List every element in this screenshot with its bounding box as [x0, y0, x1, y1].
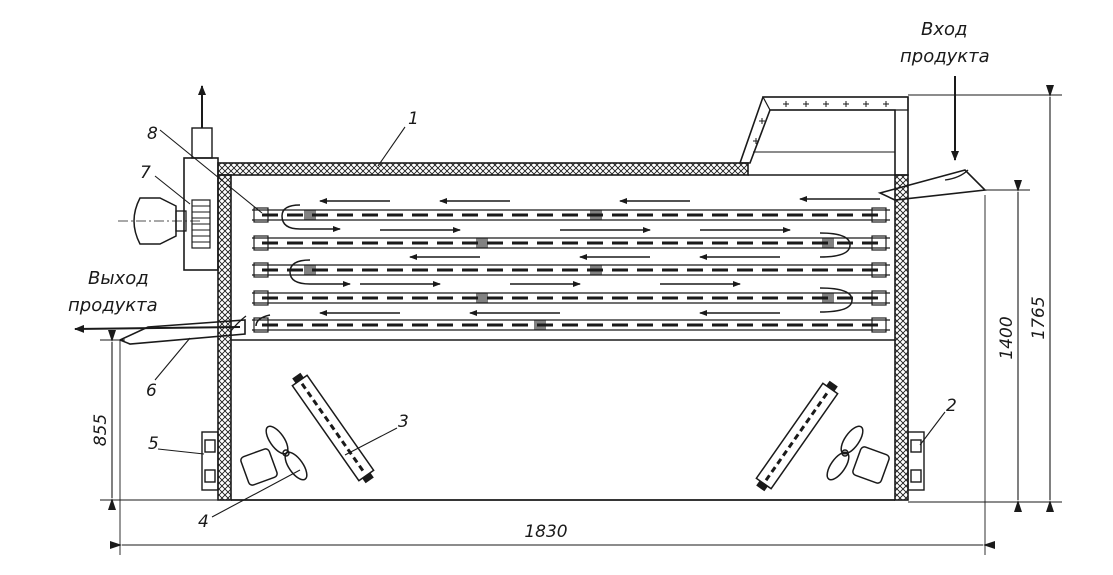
inlet-label-line2: продукта — [900, 46, 990, 67]
circulation-fan-left — [240, 425, 308, 486]
dim-total-height-value: 1765 — [1029, 296, 1049, 339]
conveyor-belts — [252, 207, 890, 333]
callout-8: 8 — [147, 124, 158, 144]
outlet-chute — [74, 315, 247, 345]
outlet-label-line1: Выход — [88, 268, 149, 289]
belt-tier-5 — [252, 317, 890, 333]
callouts: 1 2 3 4 5 6 7 8 — [140, 109, 957, 532]
belt-tier-3 — [252, 262, 890, 278]
heater-left — [291, 372, 375, 484]
callout-5: 5 — [148, 434, 159, 454]
belt-tier-2 — [252, 235, 890, 251]
callout-1: 1 — [408, 109, 419, 129]
flow-arrows — [319, 196, 880, 316]
left-wall — [217, 174, 232, 501]
dim-chamber-height-value: 1400 — [997, 316, 1017, 359]
top-hood — [738, 96, 909, 176]
callout-7: 7 — [140, 163, 151, 183]
circulation-fan-right — [826, 425, 890, 484]
dim-width-value: 1830 — [524, 522, 567, 542]
callout-6: 6 — [146, 381, 157, 401]
callout-4: 4 — [198, 512, 209, 532]
dim-outlet-height-value: 855 — [91, 414, 111, 446]
exhaust-fan-unit — [118, 85, 219, 271]
leader-lines — [154, 126, 946, 518]
exhaust-stack — [191, 127, 213, 159]
inlet-label-line1: Вход — [921, 19, 967, 40]
fan-motor — [133, 197, 177, 245]
belt-tier-4 — [252, 290, 890, 306]
callout-3: 3 — [398, 412, 409, 432]
top-insulation — [217, 162, 749, 176]
right-wall — [894, 174, 909, 501]
belt-tier-1 — [252, 207, 890, 223]
fan-housing — [183, 157, 219, 271]
callout-2: 2 — [946, 396, 957, 416]
outlet-arrow — [74, 324, 241, 333]
flow-labels: Вход продукта Выход продукта — [68, 19, 990, 316]
hatch-left — [201, 431, 219, 491]
dimensions — [100, 85, 1062, 555]
outlet-label-line2: продукта — [68, 295, 158, 316]
dimension-values: 1765 1400 855 1830 — [91, 296, 1049, 542]
housing — [217, 162, 909, 501]
hatch-right — [907, 431, 925, 491]
product-path — [255, 204, 853, 327]
